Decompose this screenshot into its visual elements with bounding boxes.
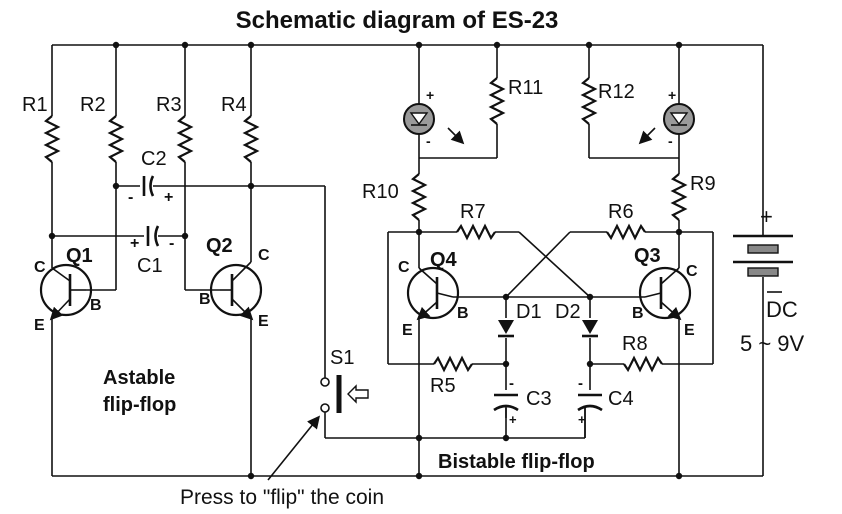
led-right-minus: - xyxy=(668,133,673,149)
q3-transistor xyxy=(638,266,692,321)
s1-switch xyxy=(320,186,585,439)
c2-plus: + xyxy=(164,189,173,206)
label-r11: R11 xyxy=(508,77,543,99)
q3-pin-c: C xyxy=(686,263,698,280)
label-r5: R5 xyxy=(430,375,456,397)
capacitor-c4 xyxy=(577,393,603,438)
label-c1: C1 xyxy=(137,255,163,277)
astable-label-1: Astable xyxy=(103,367,175,389)
led-left xyxy=(403,103,465,145)
label-q1: Q1 xyxy=(66,245,93,267)
label-r12: R12 xyxy=(598,81,635,103)
label-r10: R10 xyxy=(362,181,399,203)
c1-plus: + xyxy=(130,235,139,252)
q1-transistor xyxy=(39,263,93,321)
power-rails xyxy=(52,44,764,477)
q3-pin-b: B xyxy=(632,305,644,322)
label-r9: R9 xyxy=(690,173,716,195)
led-left-minus: - xyxy=(426,133,431,149)
q1-pin-b: B xyxy=(90,297,102,314)
label-d2: D2 xyxy=(555,301,581,323)
label-r8: R8 xyxy=(622,333,648,355)
c1-minus: - xyxy=(169,235,174,252)
q2-pin-b: B xyxy=(199,291,211,308)
q4-pin-b: B xyxy=(457,305,469,322)
q3-pin-e: E xyxy=(684,322,695,339)
dc-label: DC xyxy=(766,297,798,322)
c3-plus: + xyxy=(509,412,517,427)
label-s1: S1 xyxy=(330,347,354,369)
capacitor-c3 xyxy=(493,393,519,418)
label-r1: R1 xyxy=(22,94,48,116)
label-r7: R7 xyxy=(460,201,486,223)
voltage-label: 5 ~ 9V xyxy=(740,331,805,356)
led-left-plus: + xyxy=(426,87,434,103)
label-d1: D1 xyxy=(516,301,542,323)
label-q4: Q4 xyxy=(430,249,458,271)
q4-pin-e: E xyxy=(402,322,413,339)
bistable-label: Bistable flip-flop xyxy=(438,451,595,473)
q4-pin-c: C xyxy=(398,259,410,276)
c4-plus: + xyxy=(578,412,586,427)
astable-wiring xyxy=(43,45,325,476)
led-right xyxy=(638,103,695,145)
q4-transistor xyxy=(406,266,460,321)
battery-plus: + xyxy=(760,204,773,229)
q2-pin-c: C xyxy=(258,247,270,264)
callout-arrow xyxy=(267,415,321,481)
astable-label-2: flip-flop xyxy=(103,394,176,416)
callout-text: Press to "flip" the coin xyxy=(180,486,384,509)
label-c3: C3 xyxy=(526,388,552,410)
label-c4: C4 xyxy=(608,388,634,410)
diagram-title: Schematic diagram of ES-23 xyxy=(236,7,559,34)
label-r3: R3 xyxy=(156,94,182,116)
bistable-wiring xyxy=(387,45,714,476)
battery-symbol xyxy=(733,234,793,277)
label-r4: R4 xyxy=(221,94,247,116)
q1-pin-c: C xyxy=(34,259,46,276)
label-r2: R2 xyxy=(80,94,106,116)
label-c2: C2 xyxy=(141,148,167,170)
diode-d1 xyxy=(498,320,514,338)
junction-dots xyxy=(48,41,683,480)
label-q2: Q2 xyxy=(206,235,233,257)
c4-minus: - xyxy=(578,375,583,392)
q1-pin-e: E xyxy=(34,317,45,334)
label-q3: Q3 xyxy=(634,245,661,267)
c3-minus: - xyxy=(509,375,514,392)
q2-pin-e: E xyxy=(258,313,269,330)
q2-transistor xyxy=(209,261,263,321)
diode-d2 xyxy=(582,320,598,338)
c2-minus: - xyxy=(128,189,133,206)
led-right-plus: + xyxy=(668,87,676,103)
label-r6: R6 xyxy=(608,201,634,223)
